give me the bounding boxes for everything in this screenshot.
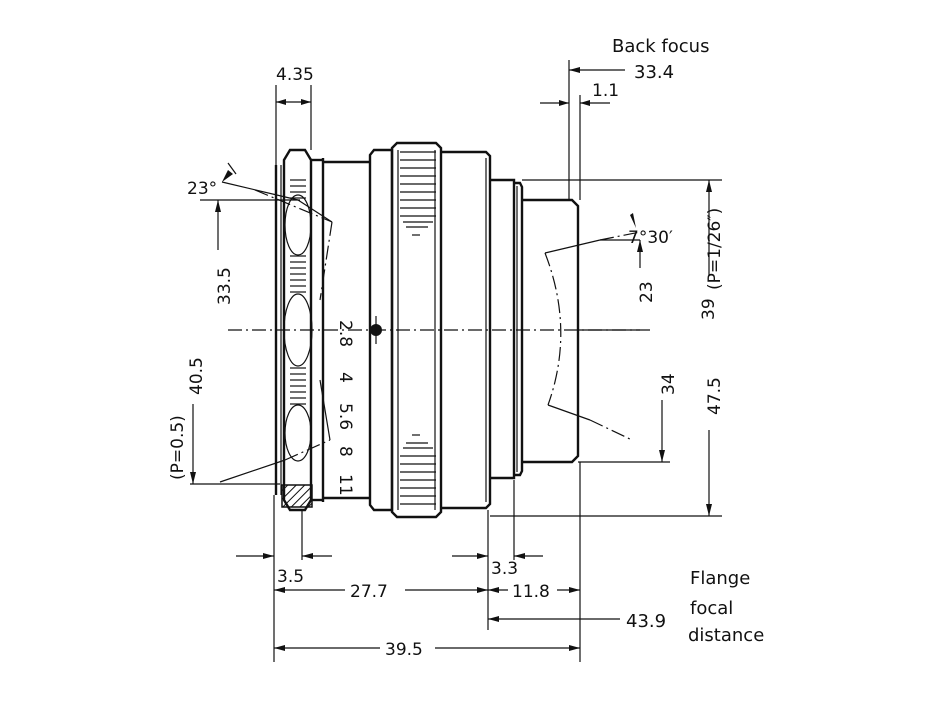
- aperture-scale: 2.8 4 5.6 8 11: [335, 320, 355, 496]
- focus-ring-knurl-top: [400, 151, 436, 236]
- flange-focal-line1: Flange: [690, 568, 750, 589]
- rear-body-dia-label: 34: [659, 373, 679, 395]
- aperture-5-6: 5.6: [335, 403, 355, 430]
- flange-focal-line2: focal: [690, 598, 733, 619]
- lens-barrel: [323, 141, 443, 519]
- aperture-11: 11: [335, 474, 355, 496]
- front-ring: [274, 148, 325, 512]
- focus-ring-knurl-bottom: [400, 434, 436, 505]
- aperture-4: 4: [335, 372, 355, 383]
- rear-angle-label: 7°30′: [628, 228, 673, 248]
- front-rim-label: 3.5: [277, 567, 304, 587]
- body-length-label: 27.7: [350, 582, 388, 602]
- rear-height-label: 23: [637, 281, 657, 303]
- front-view-angle: [219, 181, 333, 483]
- flange-focal-line3: distance: [688, 625, 764, 646]
- back-focus-value: 33.4: [634, 62, 674, 83]
- extension-lines: [190, 60, 722, 662]
- front-knurl-2: [290, 255, 306, 293]
- rear-body: [441, 150, 580, 510]
- front-thread-pitch-label: (P=0.5): [168, 415, 188, 480]
- max-dia-label: 47.5: [705, 377, 725, 415]
- front-thread-dia-label: 40.5: [187, 357, 207, 395]
- aperture-2-8: 2.8: [335, 320, 355, 347]
- flange-focal-value: 43.9: [626, 611, 666, 632]
- aperture-8: 8: [335, 446, 355, 457]
- dimension-labels: Back focus 33.4 1.1 4.35 23° 33.5 40.5 (…: [168, 36, 764, 660]
- rear-length-label: 11.8: [512, 582, 550, 602]
- rear-view-angle: [544, 231, 641, 441]
- front-ring-width-label: 4.35: [276, 65, 314, 85]
- rear-mount-dia-label: 39: [699, 298, 719, 320]
- front-angle-label: 23°: [187, 179, 217, 199]
- index-mark: [370, 316, 382, 344]
- dimension-lines: [190, 67, 712, 651]
- front-height-label: 33.5: [215, 267, 235, 305]
- front-knurl-3: [290, 367, 306, 405]
- flange-step-label: 3.3: [491, 559, 518, 579]
- hatched-section: [281, 484, 313, 508]
- rear-offset-label: 1.1: [592, 81, 619, 101]
- total-length-label: 39.5: [385, 640, 423, 660]
- back-focus-label: Back focus: [612, 36, 709, 57]
- rear-mount-pitch-label: (P=1/26″): [705, 208, 725, 290]
